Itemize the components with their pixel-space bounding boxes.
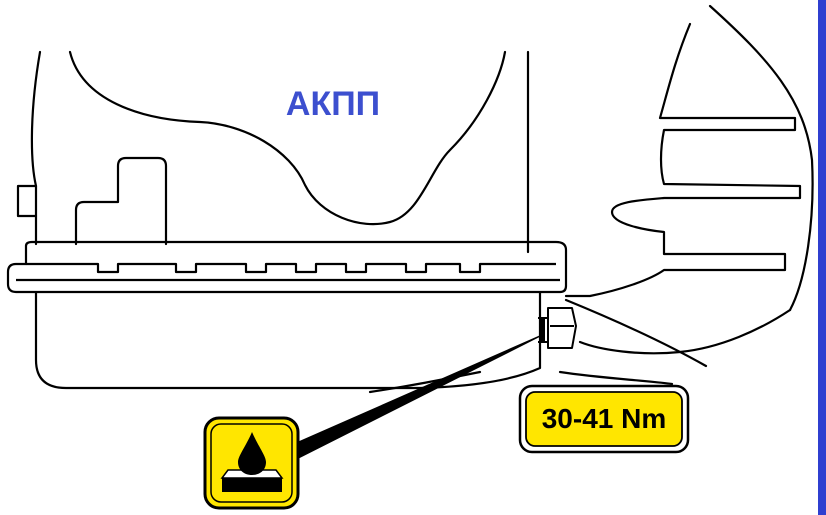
- torque-badge: 30-41 Nm: [518, 384, 690, 454]
- oil-drop-sealant-icon: [203, 416, 300, 510]
- leader-line: [288, 335, 541, 459]
- torque-label: 30-41 Nm: [542, 403, 667, 434]
- diagram-title: АКПП: [286, 85, 380, 123]
- edge-bar: [818, 0, 826, 515]
- engine-block: [368, 4, 814, 394]
- oil-pan: [6, 240, 568, 390]
- transmission-housing: [16, 50, 530, 254]
- drain-plug-bolt: [538, 307, 577, 349]
